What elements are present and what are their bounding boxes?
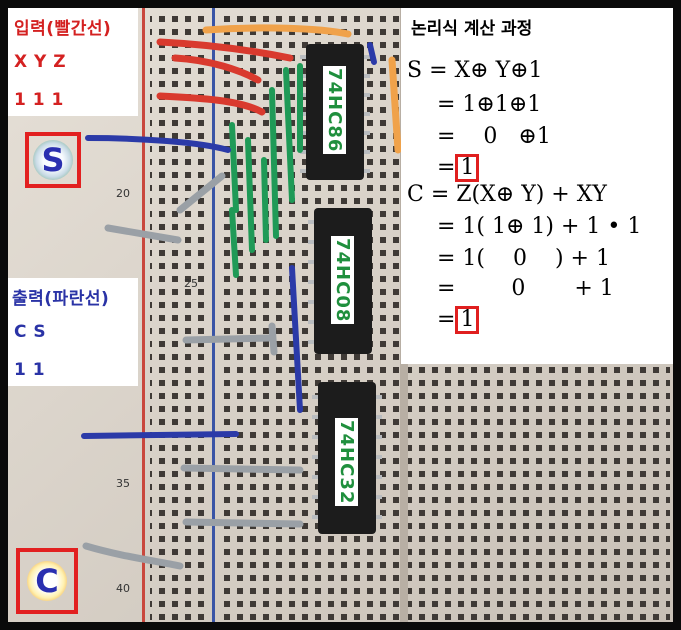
input-title: 입력(빨간선): [14, 19, 112, 39]
input-panel: 입력(빨간선) X Y Z 1 1 1: [8, 8, 138, 116]
formula-c-line-1: C = Z(X⊕ Y) + XY: [407, 182, 607, 207]
red-wire-y: [171, 54, 262, 84]
row-number: 25: [184, 277, 198, 290]
formula-s-line-4: =1: [437, 154, 480, 182]
orange-wire: [388, 56, 402, 154]
led-s-highlight: S: [25, 132, 81, 188]
c-result-box: 1: [455, 306, 480, 334]
led-s: S: [33, 140, 73, 180]
output-title: 출력(파란선): [12, 289, 110, 309]
formula-s-line-3: = 0 ⊕1: [437, 124, 551, 149]
led-c-highlight: C: [16, 548, 78, 614]
input-vars: X Y Z: [14, 52, 67, 72]
rail-stripe-blue: [212, 8, 215, 622]
formula-c-line-3: = 1( 0 ) + 1: [437, 246, 610, 271]
gray-wires: [82, 172, 304, 570]
rail-stripe-red: [142, 8, 145, 622]
formula-s-line-1: S = X⊕ Y⊕1: [407, 58, 543, 83]
green-wires: [229, 63, 303, 278]
input-values: 1 1 1: [14, 90, 64, 110]
formula-c-line-4: = 0 + 1: [437, 276, 614, 301]
orange-wire: [202, 24, 352, 38]
formula-c-line-2: = 1( 1⊕ 1) + 1 • 1: [437, 214, 642, 239]
s-result-box: 1: [455, 154, 480, 182]
row-number: 40: [116, 582, 130, 595]
formula-title: 논리식 계산 과정: [411, 19, 533, 39]
blue-wire: [81, 431, 239, 439]
chip-label-74hc08: 74HC08: [331, 236, 354, 325]
blue-wire: [367, 42, 377, 65]
output-panel: 출력(파란선) C S 1 1: [8, 278, 138, 386]
formula-s-line-2: = 1⊕1⊕1: [437, 92, 542, 117]
formula-panel: 논리식 계산 과정 S = X⊕ Y⊕1 = 1⊕1⊕1 = 0 ⊕1 =1 C…: [401, 8, 673, 364]
blue-wire-s: [85, 135, 231, 153]
hole-grid-left: [150, 10, 206, 620]
chip-label-74hc86: 74HC86: [323, 66, 346, 155]
row-number: 35: [116, 477, 130, 490]
red-wire-x: [156, 38, 294, 62]
led-c: C: [27, 561, 67, 601]
output-values: 1 1: [14, 360, 46, 380]
red-wire-z: [156, 92, 266, 116]
blue-wire: [289, 265, 303, 413]
output-vars: C S: [14, 322, 47, 342]
chip-label-74hc32: 74HC32: [335, 418, 358, 507]
formula-c-line-5: =1: [437, 306, 480, 334]
row-number: 20: [116, 187, 130, 200]
